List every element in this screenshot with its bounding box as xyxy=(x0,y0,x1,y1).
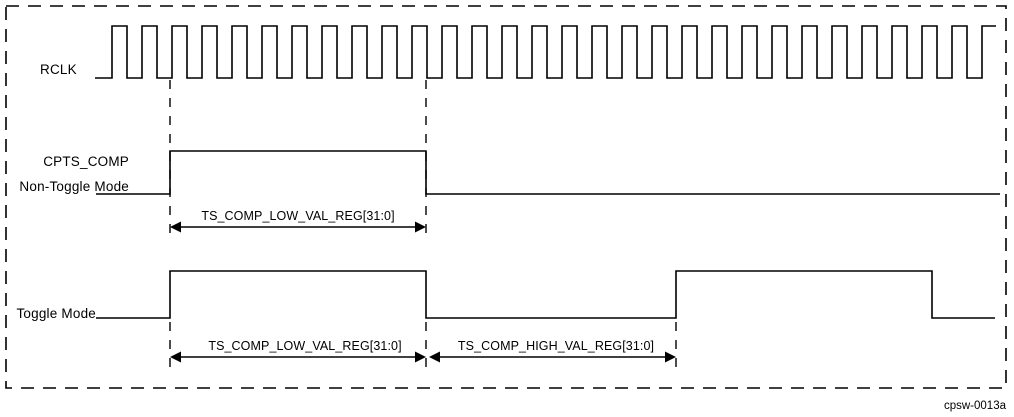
measure-arrowhead-right-ts-comp-low-val-toggle xyxy=(415,351,426,363)
measure-arrowhead-left-ts-comp-high-val-toggle xyxy=(429,351,440,363)
waveform-rclk xyxy=(95,25,996,79)
measure-label-ts-comp-high-val-toggle: TS_COMP_HIGH_VAL_REG[31:0] xyxy=(458,339,654,353)
signal-label-rclk: RCLK xyxy=(40,62,77,77)
measurement-annotations-group: TS_COMP_LOW_VAL_REG[31:0] TS_COMP_LOW_VAL… xyxy=(170,209,676,363)
waveforms-group xyxy=(95,25,1000,319)
measure-arrowhead-right-ts-comp-low-val-non-toggle xyxy=(415,221,426,233)
measure-label-ts-comp-low-val-non-toggle: TS_COMP_LOW_VAL_REG[31:0] xyxy=(201,209,394,223)
measure-arrowhead-right-ts-comp-high-val-toggle xyxy=(665,351,676,363)
signal-sublabel-cpts-comp-non-toggle: Non-Toggle Mode xyxy=(19,179,129,194)
measure-label-ts-comp-low-val-toggle: TS_COMP_LOW_VAL_REG[31:0] xyxy=(208,339,401,353)
signal-label-cpts-comp-non-toggle: CPTS_COMP xyxy=(43,154,129,169)
diagram-frame xyxy=(5,5,1007,389)
signal-label-toggle-mode: Toggle Mode xyxy=(16,306,96,321)
waveform-cpts-comp-non-toggle xyxy=(96,150,1000,195)
figure-id-label: cpsw-0013a xyxy=(944,400,1007,412)
measure-arrowhead-left-ts-comp-low-val-non-toggle xyxy=(170,221,181,233)
measure-arrowhead-left-ts-comp-low-val-toggle xyxy=(170,351,181,363)
waveform-toggle-mode xyxy=(96,270,995,319)
